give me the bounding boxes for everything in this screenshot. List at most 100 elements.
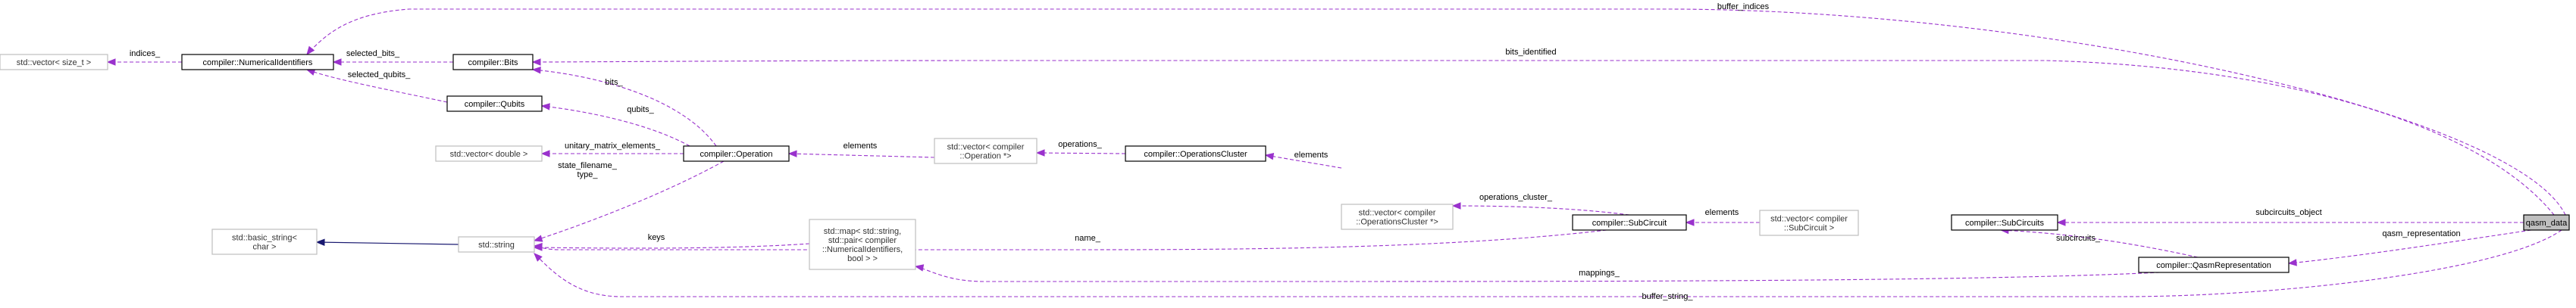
node-qasm-repr[interactable]: compiler::QasmRepresentation [2138,257,2290,273]
node-bits[interactable]: compiler::Bits [452,54,534,70]
node-box [452,54,534,70]
edge-label-bits-identified: bits_identified [1505,48,1556,57]
edge-label-operations: operations_ [1058,140,1102,149]
edge-label-elements-op: elements [844,142,878,151]
edge-arrowhead [306,45,315,56]
edge-bits-identified [532,60,2555,216]
node-vec-double: std::vector< double > [435,145,543,162]
node-vec-subcircuit: std::vector< compiler::SubCircuit > [1759,210,1859,236]
edge-arrowhead [106,58,116,66]
node-label: compiler::QasmRepresentation [2156,261,2271,270]
node-opcluster[interactable]: compiler::OperationsCluster [1125,145,1266,162]
node-box [458,236,535,253]
edge-arrowhead [2287,259,2297,266]
node-box [0,54,108,70]
node-qasm-data[interactable]: qasm_data [2523,214,2570,231]
edge-arrowhead [1264,152,1275,160]
edge-arrowhead [531,58,541,66]
node-label: std::map< std::string, [824,227,901,236]
node-label: compiler::SubCircuit [1592,219,1667,228]
edge-label-indices: indices_ [130,49,161,58]
node-box [934,138,1038,164]
edge-arrowhead [540,150,550,157]
edge-name [534,229,1607,250]
node-box [1572,214,1687,231]
node-vec-size-t: std::vector< size_t > [0,54,108,70]
node-label: compiler::Operation [700,150,773,159]
node-std-map: std::map< std::string,std::pair< compile… [809,219,916,270]
edge-elements-op [788,153,935,158]
node-box [1759,210,1859,236]
edge-arrowhead [540,103,550,110]
node-label: ::Operation *> [959,152,1011,161]
edge-label-operations-cluster: operations_cluster_ [1479,193,1553,202]
edge-subcircuits [2000,229,2199,258]
edge-label-selected-qubits: selected_qubits_ [348,70,411,79]
edge-selected-qubits [306,69,448,103]
edge-label-bits: bits_ [605,78,623,87]
edge-label-buffer-indices: buffer_indices [1717,2,1770,11]
node-box [435,145,543,162]
edge-arrowhead [533,235,543,242]
edge-arrowhead [1685,219,1695,226]
node-box [1951,214,2058,231]
edge-bits [532,69,717,147]
node-basic-string: std::basic_string<char > [211,229,318,255]
edge-buffer-string [534,229,2562,297]
edge-arrowhead [534,253,543,262]
edge-arrowhead [315,238,325,246]
edge-arrowhead [533,244,543,251]
node-box [181,54,334,70]
node-label: std::vector< size_t > [17,58,91,67]
node-numerical-ids[interactable]: compiler::NumericalIdentifiers [181,54,334,70]
edge-state-filename [534,160,725,241]
edge-inheritance [316,241,459,245]
edge-arrowhead [1451,202,1461,210]
edge-qubits [541,105,690,147]
node-subcircuit[interactable]: compiler::SubCircuit [1572,214,1687,231]
node-label: std::vector< double > [450,150,528,159]
node-vec-operation: std::vector< compiler::Operation *> [934,138,1038,164]
edge-arrowhead [787,150,797,157]
edge-label-selected-bits: selected_bits_ [346,49,400,58]
edge-label-unitary: unitary_matrix_elements_ [565,142,661,151]
edge-mappings [915,266,2161,282]
edge-arrowhead [531,67,541,74]
node-operation[interactable]: compiler::Operation [683,145,790,162]
edge-label-elements-cluster: elements [1294,151,1329,160]
edge-label-state-filename: type_ [577,170,599,179]
node-qubits[interactable]: compiler::Qubits [446,95,543,112]
edge-label-name: name_ [1075,234,1101,243]
edge-arrowhead [2056,219,2066,226]
node-label: ::OperationsCluster *> [1356,218,1438,227]
edge-operations-cluster [1452,205,1630,216]
node-label: std::pair< compiler [828,236,897,245]
node-vec-opcluster: std::vector< compiler::OperationsCluster… [1341,204,1454,230]
node-label: std::basic_string< [232,234,297,243]
node-label: std::vector< compiler [1359,209,1436,218]
node-label: std::vector< compiler [947,143,1025,152]
edge-arrowhead [914,264,925,272]
node-label: compiler::OperationsCluster [1144,150,1247,159]
node-box [446,95,543,112]
node-subcircuits[interactable]: compiler::SubCircuits [1951,214,2058,231]
edge-keys [534,243,810,249]
node-label: compiler::Qubits [465,100,525,109]
edge-operations [1036,152,1126,154]
node-label: ::SubCircuit > [1784,224,1834,233]
node-box [1341,204,1454,230]
node-label: std::string [478,241,515,250]
edge-elements-cluster [1265,154,1342,169]
edge-label-mappings: mappings_ [1579,269,1620,278]
node-label: qasm_data [2526,219,2568,228]
node-label: compiler::Bits [468,58,518,67]
edge-label-subcircuits-object: subcircuits_object [2255,208,2321,217]
node-label: ::NumericalIdentifiers, [822,245,903,254]
edge-label-keys: keys [648,233,665,242]
edge-label-qubits: qubits_ [627,105,654,114]
node-box [683,145,790,162]
edge-label-elements-sub: elements [1705,208,1739,217]
node-box [2138,257,2290,273]
node-label: compiler::SubCircuits [1965,219,2044,228]
